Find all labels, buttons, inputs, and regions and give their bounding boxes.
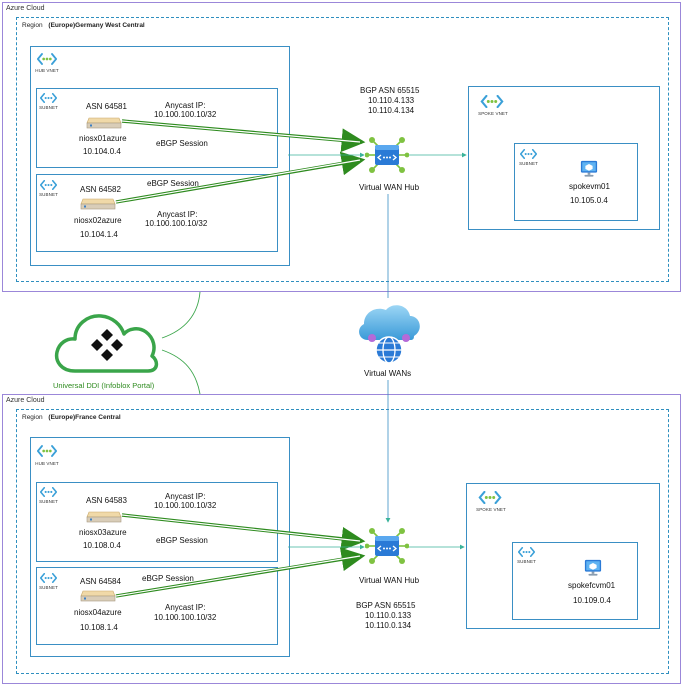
hub-vnet-germany [30,46,290,266]
nva-name: niosx03azure [79,528,127,537]
azure-cloud-france [2,394,681,684]
region-label: Region (Europe)Germany West Central [22,22,145,29]
anycast-label: Anycast IP: [157,210,198,219]
azure-cloud-label: Azure Cloud [6,397,45,404]
region-france-central [16,409,669,674]
nva-server-icon [86,117,122,129]
nva-name: niosx01azure [79,134,127,143]
virtual-wan-hub-label: Virtual WAN Hub [359,576,420,585]
spoke-vnet-france [466,483,660,629]
nva-name: niosx04azure [74,608,122,617]
virtual-wan-hub-icon [365,133,409,177]
virtual-wans-icon [359,305,420,364]
asn-label: ASN 64584 [80,577,121,586]
hub-ip-2: 10.110.4.134 [368,106,415,115]
vm-ip: 10.109.0.4 [573,596,611,605]
hub-vnet-label: HUB VNET [35,461,59,466]
nva-server-icon [80,590,116,602]
region-germany-west-central [16,17,669,282]
ebgp-session-label: eBGP Session [156,139,208,148]
hub-ip-2: 10.110.0.134 [365,621,412,630]
subnet-icon [40,93,57,103]
bgp-asn-label: BGP ASN 65515 [360,86,420,95]
nva-server-icon [80,198,116,210]
asn-label: ASN 64581 [86,102,127,111]
nva-ip: 10.104.0.4 [83,147,121,156]
asn-label: ASN 64583 [86,496,127,505]
hub-ip-1: 10.110.4.133 [368,96,415,105]
hub-ip-1: 10.110.0.133 [365,611,412,620]
anycast-ip: 10.100.100.10/32 [154,501,217,510]
virtual-wans-label: Virtual WANs [364,369,412,378]
ddi-link-top [161,291,201,339]
subnet-label: SUBNET [519,161,538,166]
subnet-icon [40,573,57,583]
azure-cloud-label: Azure Cloud [6,5,45,12]
anycast-label: Anycast IP: [165,603,206,612]
ebgp-session-label: eBGP Session [156,536,208,545]
nva-name: niosx02azure [74,216,122,225]
spoke-subnet [514,143,638,221]
anycast-ip: 10.100.100.10/32 [154,613,217,622]
bgp-asn-label: BGP ASN 65515 [356,601,416,610]
anycast-ip: 10.100.100.10/32 [154,110,217,119]
subnet-icon [40,180,57,190]
virtual-machine-icon [580,160,598,178]
ebgp-session-label: eBGP Session [147,179,199,188]
subnet-label: SUBNET [39,192,58,197]
vm-name: spokevm01 [569,182,610,191]
subnet-icon [520,149,537,159]
nva-ip: 10.104.1.4 [80,230,118,239]
infoblox-cloud-icon [54,314,159,373]
spoke-subnet [512,542,638,620]
nva-ip: 10.108.1.4 [80,623,118,632]
anycast-label: Anycast IP: [165,101,206,110]
universal-ddi-label: Universal DDI (Infoblox Portal) [53,381,155,390]
ddi-link-bottom [161,349,201,395]
spoke-vnet-germany [468,86,660,230]
hub-vnet-label: HUB VNET [35,68,59,73]
vnet-icon [480,95,504,108]
subnet-icon [518,547,535,557]
subnet-label: SUBNET [39,105,58,110]
subnet-label: SUBNET [517,559,536,564]
ebgp-session-label: eBGP Session [142,574,194,583]
virtual-wan-hub-label: Virtual WAN Hub [359,183,420,192]
azure-cloud-germany [2,2,681,292]
anycast-label: Anycast IP: [165,492,206,501]
subnet-icon [40,487,57,497]
subnet-label: SUBNET [39,585,58,590]
spoke-vnet-label: SPOKE VNET [478,111,508,116]
subnet-niosx03 [36,482,278,562]
nva-server-icon [86,511,122,523]
virtual-machine-icon [584,559,602,577]
anycast-ip: 10.100.100.10/32 [145,219,208,228]
asn-label: ASN 64582 [80,185,121,194]
nva-ip: 10.108.0.4 [83,541,121,550]
spoke-vnet-label: SPOKE VNET [476,507,506,512]
vm-ip: 10.105.0.4 [570,196,608,205]
vnet-icon [37,53,57,65]
virtual-wan-hub-icon [365,524,409,568]
vnet-icon [478,491,502,504]
subnet-label: SUBNET [39,499,58,504]
region-label: Region (Europe)France Central [22,414,121,421]
vnet-icon [37,445,57,457]
vm-name: spokefcvm01 [568,581,616,590]
subnet-niosx01 [36,88,278,168]
